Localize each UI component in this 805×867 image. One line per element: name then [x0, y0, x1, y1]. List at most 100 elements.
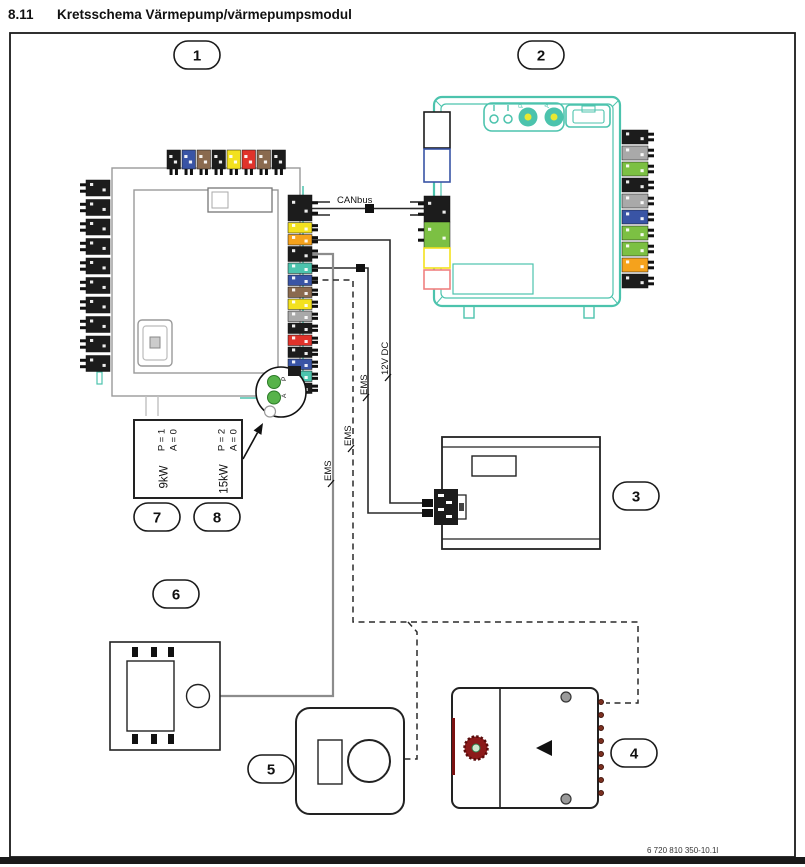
board2-bottom-plate — [452, 263, 534, 295]
component-4 — [451, 687, 605, 809]
board2-inner-outline — [440, 103, 614, 299]
board1-teal-tab2 — [96, 371, 103, 385]
status-led — [489, 114, 499, 124]
board2-socket — [565, 104, 611, 128]
callout-6 — [152, 579, 200, 609]
component-4-screw — [560, 691, 572, 703]
callout-2 — [517, 40, 565, 70]
connector-black — [85, 296, 111, 314]
connector-outline — [423, 247, 451, 269]
callout-6-number: 6 — [172, 587, 180, 604]
config-p2: P = 2 — [217, 429, 228, 451]
rotary-switch-a-center — [550, 113, 558, 121]
wire-ems-dashed-branch — [404, 621, 418, 760]
component-5-display — [317, 739, 343, 785]
connector-slot — [438, 494, 444, 497]
rotary-switch-p-center — [524, 113, 532, 121]
connector-yellow — [287, 222, 313, 234]
component-6-display — [126, 660, 175, 732]
board2-left-connector-strip — [418, 111, 451, 290]
connector-brown — [196, 149, 211, 170]
status-led — [503, 114, 513, 124]
section-number: 8.11 — [8, 7, 34, 22]
connector-black — [85, 277, 111, 294]
connector-outline — [423, 111, 451, 149]
config-a2: A = 0 — [229, 429, 240, 451]
section-title: Kretsschema Värmepump/värmepumpsmodul — [57, 7, 352, 22]
component-6-port — [185, 683, 211, 709]
connector-black — [85, 218, 111, 236]
board2-right-connector-strip — [621, 129, 654, 289]
component-4-dial-center — [471, 743, 481, 753]
drawing-number: 6 720 810 350-10.1l — [647, 846, 718, 855]
ems-label: EMS — [343, 425, 354, 446]
callout-5-number: 5 — [267, 762, 275, 779]
connector-black — [85, 355, 111, 372]
callout-3 — [612, 481, 660, 511]
wire-tick — [347, 444, 355, 453]
component-3-connector — [434, 489, 458, 525]
magnifier-connector — [288, 366, 301, 376]
board1-right-connector-strip — [287, 194, 318, 394]
board1-plug-clip — [149, 336, 161, 349]
connector-yellow — [287, 298, 313, 310]
rotary-a-label: A — [544, 103, 551, 108]
connector-black — [85, 316, 111, 333]
wire-tick — [384, 373, 392, 382]
dip-p-switch — [267, 375, 281, 389]
connector-black — [287, 246, 313, 262]
connector-orange — [287, 234, 313, 246]
connector-yellow — [226, 149, 241, 170]
component-6-pin — [151, 734, 157, 744]
12vdc-label: 12V DC — [380, 342, 391, 375]
board1-inner-area — [133, 189, 279, 374]
connector-red — [287, 334, 313, 346]
connector-black — [85, 238, 111, 255]
component-6-pin — [132, 647, 138, 657]
board2-socket-tab — [581, 105, 596, 113]
connector-black — [287, 322, 313, 334]
wire-ems-solid — [312, 267, 424, 514]
canbus-plug — [365, 204, 374, 213]
component-5-dial — [347, 739, 391, 783]
connector-black — [85, 335, 111, 353]
connector-blue — [181, 149, 196, 170]
connector-blue — [621, 209, 649, 225]
component-4-arrow-icon — [536, 740, 552, 756]
ems-plug — [356, 264, 365, 272]
board2-corner — [611, 100, 619, 108]
callout-7-number: 7 — [153, 510, 161, 527]
canbus-label: CANbus — [337, 195, 373, 206]
connector-gray — [621, 193, 649, 209]
connector-gray — [287, 310, 313, 322]
connector-black — [423, 195, 451, 223]
callout-4 — [610, 738, 658, 768]
connector-green — [621, 161, 649, 177]
component-6-pin — [132, 734, 138, 744]
connector-black — [85, 257, 111, 275]
page-footer-bar — [0, 857, 805, 864]
connector-black — [271, 149, 286, 170]
connector-orange — [621, 257, 649, 273]
connector-black — [621, 273, 649, 289]
ems-label: EMS — [359, 374, 370, 395]
config-box: P = 1 A = 0 9kW P = 2 A = 0 15kW — [133, 419, 263, 499]
magnifier-p-label: P — [281, 377, 288, 381]
wire-12vdc — [312, 239, 424, 504]
config-power2: 15kW — [219, 464, 231, 494]
connector-black — [166, 149, 181, 170]
rotary-p-label: P — [518, 104, 525, 108]
connector-gray — [621, 145, 649, 161]
callout-3-number: 3 — [632, 489, 640, 506]
component-3-clip-latch — [459, 503, 464, 511]
component-6-pin — [151, 647, 157, 657]
connector-black — [85, 179, 111, 197]
connector-black — [211, 149, 226, 170]
component-3-body — [441, 436, 601, 550]
magnifier-round-part — [263, 405, 277, 418]
callout-8-number: 8 — [213, 510, 221, 527]
board2-corner — [435, 296, 443, 305]
config-box-frame — [133, 419, 243, 499]
board2-foot — [463, 305, 475, 319]
